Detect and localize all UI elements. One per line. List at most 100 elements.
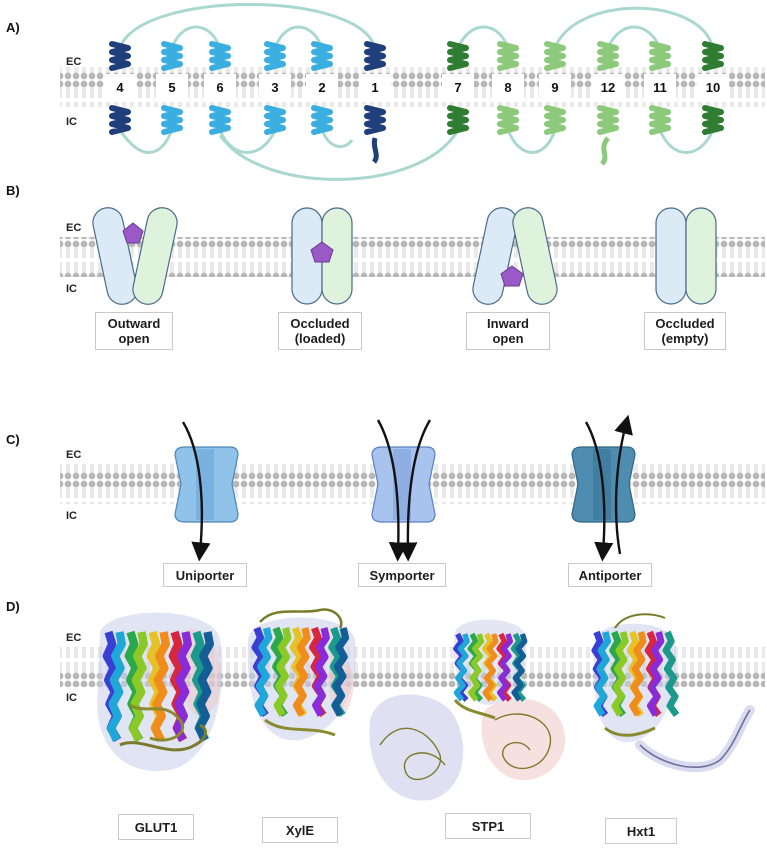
panel-a-label: A)	[6, 20, 20, 35]
helix-11-bottom-segment	[649, 105, 671, 135]
panel-c-label: C)	[6, 432, 20, 447]
tm-helix-ribbon	[646, 631, 665, 717]
helix-1-label: 1	[371, 80, 378, 95]
helix-12-bottom-segment	[597, 105, 619, 135]
panel-d-label: D)	[6, 599, 20, 614]
n-half	[92, 207, 138, 305]
helix-6-bottom-segment	[209, 105, 231, 135]
helix-8-label: 8	[504, 80, 511, 95]
antiporter	[571, 414, 636, 562]
tm-helix-ribbon	[453, 633, 470, 702]
c-half	[132, 207, 178, 305]
n-half	[472, 207, 518, 305]
tm-helix-ribbon	[312, 627, 330, 717]
helix-9-bottom-segment	[544, 105, 566, 135]
cosubstrate-arrow-in	[398, 419, 432, 562]
helix-4-bottom-segment	[109, 105, 131, 135]
substrate-arrow-in	[376, 419, 408, 562]
tm-helix-ribbon	[254, 627, 273, 717]
state-inward-open	[472, 207, 558, 305]
structure-stp1	[369, 619, 566, 801]
helix-10-label: 10	[706, 80, 720, 95]
helix-1-bottom-segment	[364, 105, 386, 135]
helix-4-label: 4	[116, 80, 124, 95]
state-occluded-empty	[655, 207, 717, 305]
tm-helix-ribbon	[629, 631, 647, 717]
helix-9-top-segment	[544, 41, 566, 71]
helix-7-bottom-segment	[447, 105, 469, 135]
helix-6-label: 6	[216, 80, 223, 95]
structure-hxt1	[591, 613, 755, 773]
helix-2-bottom-segment	[311, 105, 333, 135]
structure-xyle	[247, 608, 356, 741]
n-terminal-tail	[371, 137, 379, 164]
panel-a-helices	[109, 41, 724, 166]
helix-10-top-segment	[702, 41, 724, 71]
label-outward-open: Outward open	[95, 312, 173, 350]
panel-b-membrane	[60, 237, 765, 277]
substrate-arrow-out	[614, 414, 633, 555]
helix-3-label: 3	[271, 80, 278, 95]
panel-a-ec-label: EC	[66, 56, 81, 68]
panel-d-ec-label: EC	[66, 632, 81, 644]
label-stp1: STP1	[445, 813, 531, 839]
helix-12-top-segment	[597, 41, 619, 71]
tm-helix-ribbon	[292, 627, 311, 717]
label-uniporter: Uniporter	[163, 563, 247, 587]
panel-b-label: B)	[6, 183, 20, 198]
c-half	[685, 207, 717, 305]
helix-3-bottom-segment	[264, 105, 286, 135]
helix-4-top-segment	[109, 41, 131, 71]
helix-2-label: 2	[318, 80, 325, 95]
helix-5-top-segment	[161, 41, 183, 71]
tm-helix-ribbon	[195, 631, 214, 742]
label-occluded-loaded: Occluded (loaded)	[278, 312, 362, 350]
tm-helix-ribbon	[468, 633, 485, 702]
helix-8-top-segment	[497, 41, 519, 71]
label-hxt1: Hxt1	[605, 818, 677, 844]
tm-helix-ribbon	[482, 633, 499, 702]
panel-a-loops	[118, 3, 715, 181]
tm-helix-ribbon	[331, 627, 350, 717]
tm-helix-ribbon	[611, 631, 629, 717]
tm-helix-ribbon	[497, 633, 513, 702]
panel-b-ic-label: IC	[66, 283, 77, 295]
helix-3-top-segment	[264, 41, 286, 71]
tm-helix-ribbon	[662, 630, 680, 717]
tm-helix-ribbon	[129, 631, 148, 742]
substrate-icon	[310, 241, 334, 263]
helix-8-bottom-segment	[497, 105, 519, 135]
c-half	[512, 207, 558, 305]
helix-11-top-segment	[649, 41, 671, 71]
substrate-arrow-in	[584, 421, 614, 562]
label-symporter: Symporter	[358, 563, 446, 587]
substrate-icon	[500, 265, 524, 287]
helix-5-label: 5	[168, 80, 175, 95]
label-antiporter: Antiporter	[568, 563, 652, 587]
label-inward-open: Inward open	[466, 312, 550, 350]
panel-b-ec-label: EC	[66, 222, 81, 234]
structure-glut1	[97, 612, 223, 772]
helix-9-label: 9	[551, 80, 558, 95]
panel-d-ic-label: IC	[66, 692, 77, 704]
tm-helix-ribbon	[107, 631, 126, 742]
helix-2-top-segment	[311, 41, 333, 71]
helix-10-bottom-segment	[702, 105, 724, 135]
tm-helix-ribbon	[273, 627, 292, 717]
label-glut1: GLUT1	[118, 814, 194, 840]
tm-helix-ribbon	[151, 631, 170, 742]
panel-c-ec-label: EC	[66, 449, 81, 461]
helix-5-bottom-segment	[161, 105, 183, 135]
uniporter	[174, 421, 239, 562]
substrate-arrow-in	[181, 421, 211, 562]
helix-1-top-segment	[364, 41, 386, 71]
c-terminal-tail	[600, 136, 611, 166]
symporter	[371, 419, 436, 562]
label-occluded-empty: Occluded (empty)	[644, 312, 726, 350]
helix-12-label: 12	[601, 80, 615, 95]
helix-7-label: 7	[454, 80, 461, 95]
helix-7-top-segment	[447, 41, 469, 71]
helix-6-top-segment	[209, 41, 231, 71]
label-xyle: XylE	[262, 817, 338, 843]
